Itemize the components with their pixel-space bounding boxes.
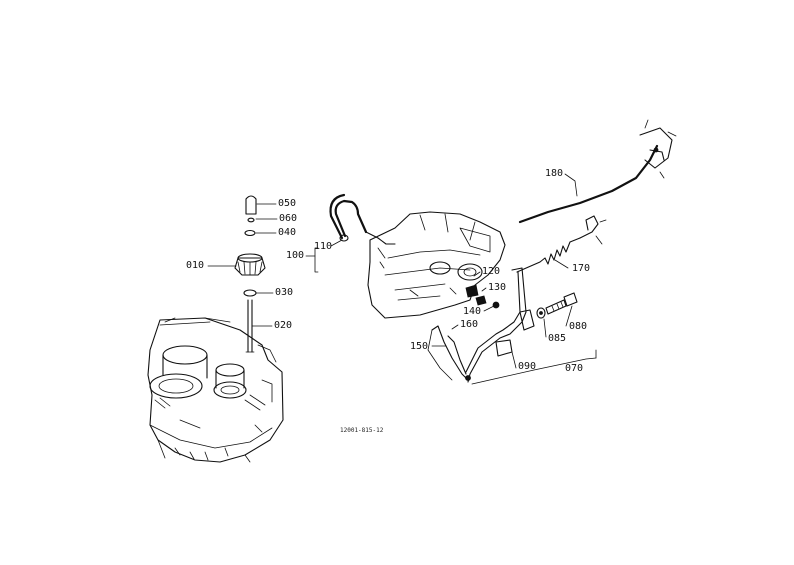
label-085: 085 bbox=[548, 333, 567, 344]
label-150: 150 bbox=[410, 341, 429, 352]
label-020: 020 bbox=[274, 320, 293, 331]
label-010: 010 bbox=[186, 260, 205, 271]
label-120: 120 bbox=[482, 266, 501, 277]
label-180: 180 bbox=[545, 168, 564, 179]
label-130: 130 bbox=[488, 282, 507, 293]
reference-code: 12001-815-12 bbox=[340, 427, 384, 434]
label-170: 170 bbox=[572, 263, 591, 274]
gear-case-housing bbox=[147, 317, 284, 463]
label-140: 140 bbox=[463, 306, 482, 317]
label-160: 160 bbox=[460, 319, 479, 330]
spring-170 bbox=[516, 215, 607, 273]
rods-150-160 bbox=[427, 325, 469, 381]
label-060: 060 bbox=[279, 213, 298, 224]
label-090: 090 bbox=[518, 361, 537, 372]
label-080: 080 bbox=[569, 321, 588, 332]
label-050: 050 bbox=[278, 198, 297, 209]
nut-washer bbox=[475, 295, 500, 309]
rod-180 bbox=[518, 119, 677, 224]
label-100: 100 bbox=[286, 250, 305, 261]
engine-block bbox=[367, 211, 506, 319]
label-030: 030 bbox=[275, 287, 294, 298]
label-070: 070 bbox=[565, 363, 584, 374]
hose-assembly bbox=[314, 193, 396, 273]
washer-bolt bbox=[536, 292, 578, 319]
leader-lines bbox=[207, 173, 597, 385]
label-040: 040 bbox=[278, 227, 297, 238]
lever-assembly bbox=[465, 267, 535, 383]
label-110: 110 bbox=[314, 241, 333, 252]
governor-stack bbox=[234, 195, 266, 353]
